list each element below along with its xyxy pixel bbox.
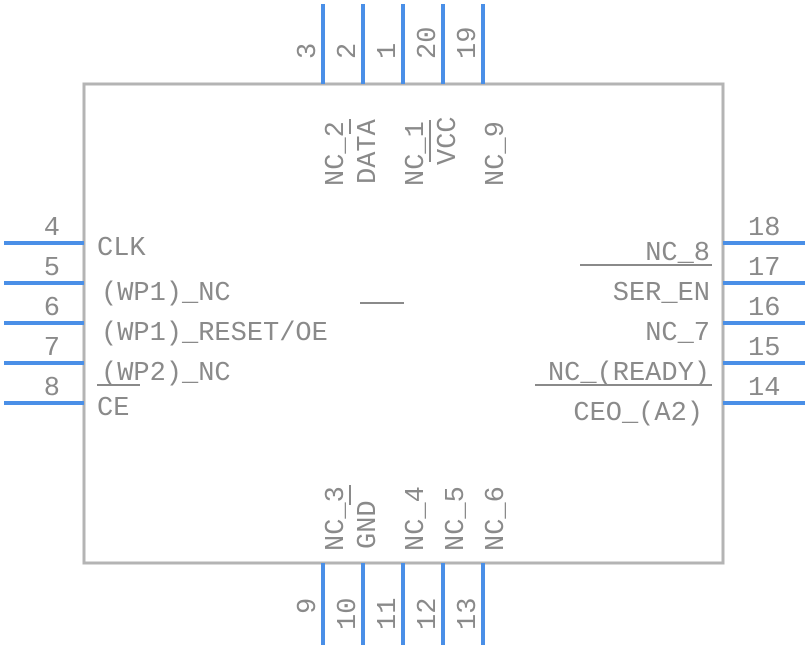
pin-8-number: 8 — [44, 374, 60, 404]
pin-13-number: 13 — [454, 598, 484, 630]
pin-6-label: (WP1)_RESET/OE — [101, 319, 328, 349]
pin-3-label: NC_2 — [322, 121, 352, 186]
pin-10-label: GND — [354, 500, 384, 549]
pin-2-number: 2 — [334, 43, 364, 59]
pin-15-number: 15 — [748, 334, 780, 364]
pin-5-label: (WP1)_NC — [101, 279, 231, 309]
pin-9-label: NC_3 — [322, 486, 352, 551]
pin-13-label: NC_6 — [482, 486, 512, 551]
left-pins: 4 5 6 7 8 CLK (WP1)_NC (WP1)_RESET/OE (W… — [4, 214, 404, 424]
pin-4-label: CLK — [97, 234, 146, 264]
right-pins: 18 17 16 15 14 NC_8 SER_EN NC_7 NC_(READ… — [535, 214, 805, 429]
pin-12-number: 12 — [414, 598, 444, 630]
pin-19-number: 19 — [454, 27, 484, 59]
pin-14-label: CEO_(A2) — [573, 399, 703, 429]
pin-11-label: NC_4 — [402, 486, 432, 551]
pin-19-label: NC_9 — [482, 121, 512, 186]
pin-1-number: 1 — [374, 43, 404, 59]
pin-2-label: DATA — [354, 118, 384, 184]
pin-20-number: 20 — [414, 27, 444, 59]
pin-1-label: NC_1 — [402, 121, 432, 186]
pin-8-label: CE — [97, 394, 129, 424]
pin-12-label: NC_5 — [442, 486, 472, 551]
pin-10-number: 10 — [334, 598, 364, 630]
pin-4-number: 4 — [44, 214, 60, 244]
pin-14-number: 14 — [748, 374, 780, 404]
pin-17-label: SER_EN — [613, 279, 710, 309]
pin-17-number: 17 — [748, 254, 780, 284]
pin-9-number: 9 — [294, 598, 324, 614]
pin-16-number: 16 — [748, 294, 780, 324]
pin-5-number: 5 — [44, 254, 60, 284]
pin-16-label: NC_7 — [645, 319, 710, 349]
pin-6-number: 6 — [44, 294, 60, 324]
pin-3-number: 3 — [294, 43, 324, 59]
component-body — [82, 82, 725, 565]
pin-18-number: 18 — [748, 214, 780, 244]
bottom-pins: 9 10 11 12 13 NC_3 GND NC_4 NC_5 NC_6 — [294, 485, 512, 645]
top-pins: 3 2 1 20 19 NC_2 DATA NC_1 VCC NC_9 — [294, 4, 512, 186]
pin-11-number: 11 — [374, 598, 404, 630]
pin-20-label: VCC — [434, 116, 464, 165]
pin-7-number: 7 — [44, 334, 60, 364]
